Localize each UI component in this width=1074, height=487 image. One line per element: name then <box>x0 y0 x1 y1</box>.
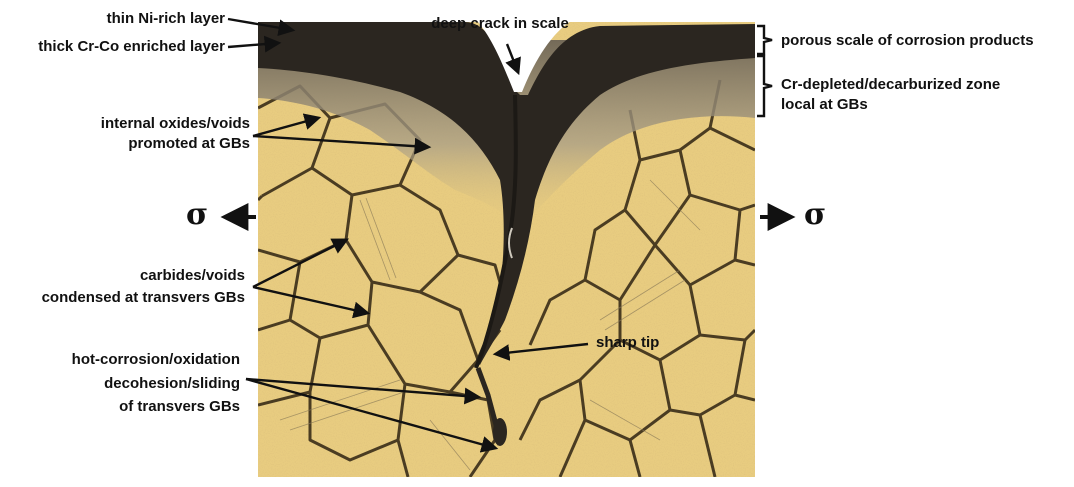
label-carbides-line2: condensed at transvers GBs <box>5 288 245 307</box>
right-braces <box>757 26 772 116</box>
label-hot-corrosion-line1: hot-corrosion/oxidation <box>20 350 240 369</box>
label-hot-corrosion-line2: decohesion/sliding <box>20 374 240 393</box>
label-cr-depleted-line2: local at GBs <box>781 95 1071 114</box>
lower-gb-oxide <box>493 418 507 446</box>
label-deep-crack: deep crack in scale <box>410 14 590 33</box>
label-thin-ni-rich-layer: thin Ni-rich layer <box>40 9 225 28</box>
label-internal-oxides-line1: internal oxides/voids <box>40 114 250 133</box>
label-hot-corrosion-line3: of transvers GBs <box>20 397 240 416</box>
label-cr-depleted-line1: Cr-depleted/decarburized zone <box>781 75 1071 94</box>
label-internal-oxides-line2: promoted at GBs <box>40 134 250 153</box>
brace-cr-depleted <box>757 56 772 116</box>
label-thick-cr-co-layer: thick Cr-Co enriched layer <box>5 37 225 56</box>
label-porous-scale: porous scale of corrosion products <box>781 31 1071 50</box>
sigma-right: σ <box>804 200 826 230</box>
label-carbides-line1: carbides/voids <box>20 266 245 285</box>
sigma-left: σ <box>186 200 208 230</box>
brace-porous-scale <box>757 26 772 54</box>
label-sharp-tip: sharp tip <box>596 333 716 352</box>
